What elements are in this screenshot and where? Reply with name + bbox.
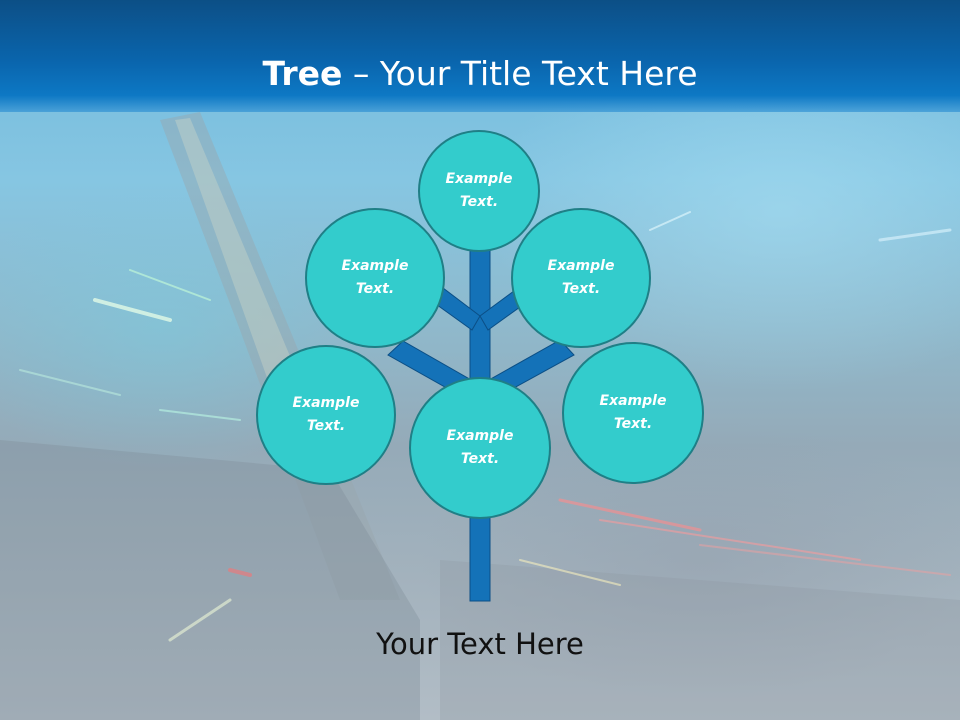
tree-nodes	[256, 130, 704, 519]
node-label-top: Example Text.	[419, 168, 539, 214]
node-label-line: Text.	[306, 418, 346, 434]
slide-title: Tree – Your Title Text Here	[0, 50, 960, 98]
footer-text: Your Text Here	[376, 627, 584, 661]
node-label-line: Example	[547, 258, 615, 274]
node-circle-lower-left	[256, 345, 396, 485]
node-label-line: Text.	[459, 194, 499, 210]
title-rest: – Your Title Text Here	[342, 54, 698, 93]
node-label-lower-right: Example Text.	[573, 390, 693, 436]
title-bold: Tree	[262, 54, 343, 93]
node-label-line: Text.	[355, 281, 395, 297]
node-label-line: Example	[292, 395, 360, 411]
node-label-line: Text.	[460, 451, 500, 467]
node-label-upper-right: Example Text.	[521, 255, 641, 301]
node-label-line: Example	[445, 171, 513, 187]
node-circle-upper-right	[511, 208, 651, 348]
node-label-line: Text.	[613, 416, 653, 432]
node-circle-upper-left	[305, 208, 445, 348]
node-circle-lower-right	[562, 342, 704, 484]
node-label-line: Text.	[561, 281, 601, 297]
node-label-upper-left: Example Text.	[315, 255, 435, 301]
node-label-center: Example Text.	[420, 425, 540, 471]
node-circle-top	[418, 130, 540, 252]
title-bar	[0, 0, 960, 112]
node-label-lower-left: Example Text.	[266, 392, 386, 438]
node-circle-center	[409, 377, 551, 519]
node-label-line: Example	[446, 428, 514, 444]
node-label-line: Example	[341, 258, 409, 274]
node-label-line: Example	[599, 393, 667, 409]
